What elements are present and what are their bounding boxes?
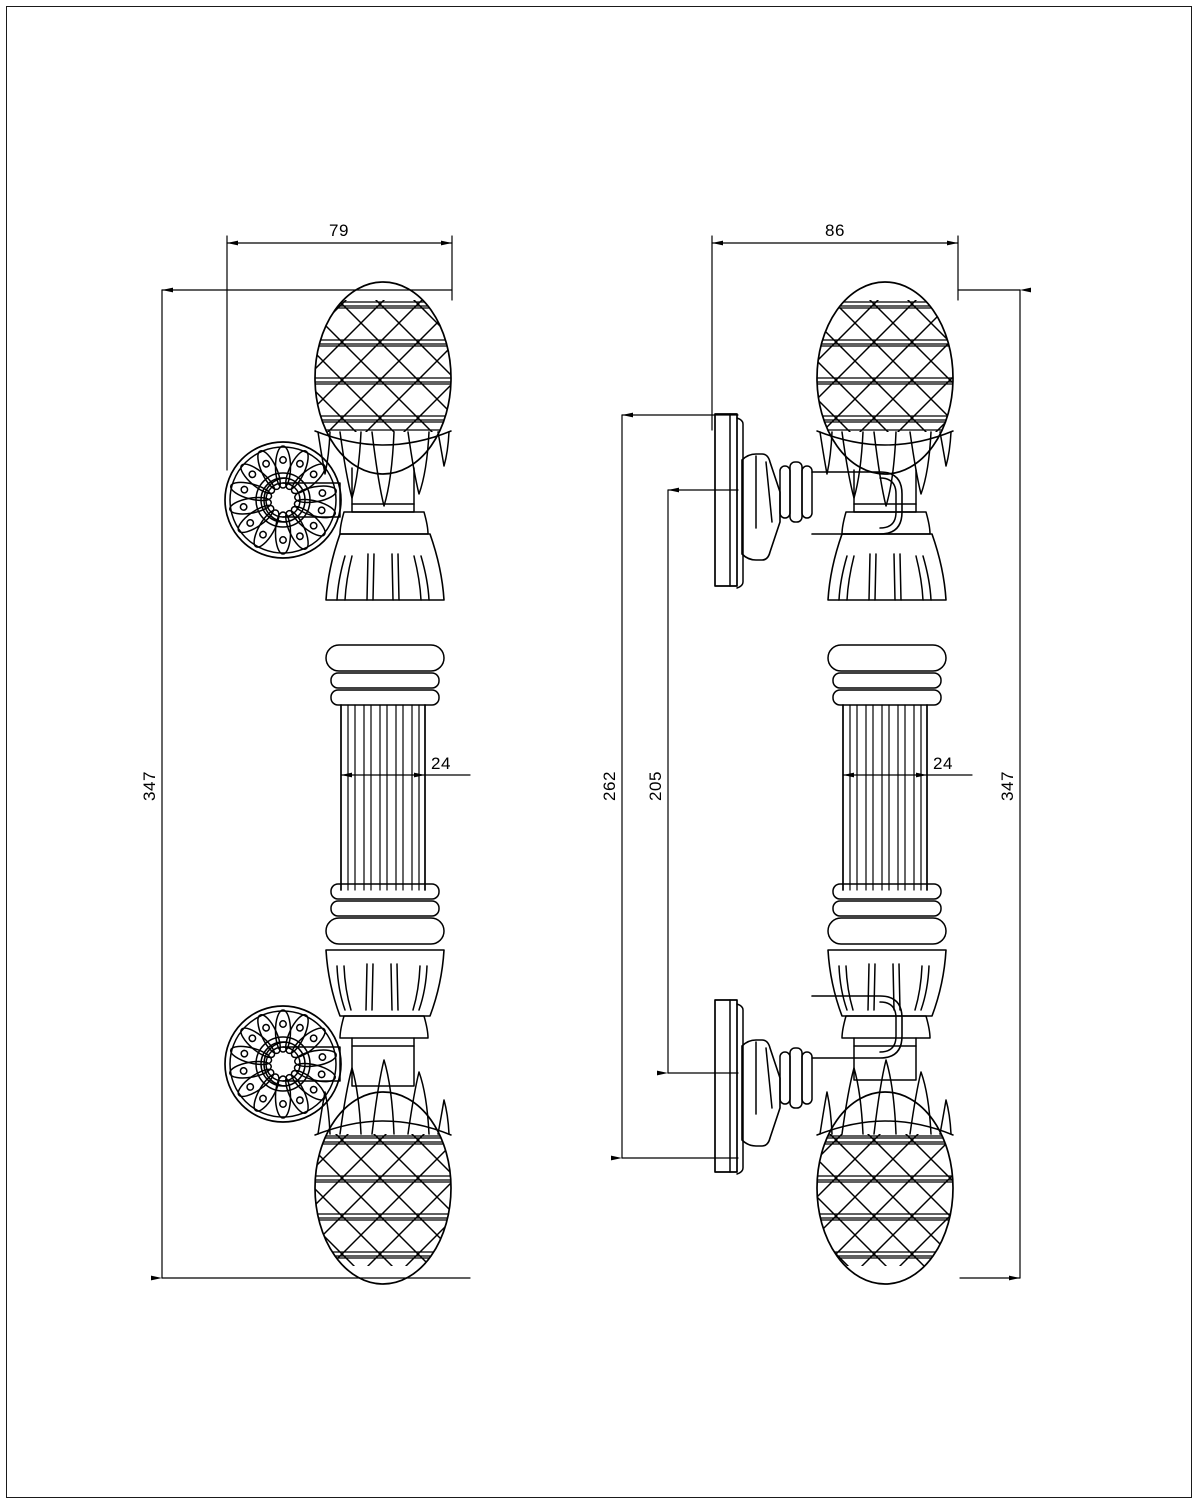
finial-bottom-side-leaves (816, 1059, 954, 1136)
finial-bottom-side (816, 1059, 954, 1285)
handle-elbow-bottom-side (811, 995, 903, 1059)
stem-top-side (741, 453, 781, 561)
dimension-group-side (611, 235, 1031, 1281)
upper-neck-side (841, 469, 931, 535)
ring-stack-top-side (827, 644, 947, 706)
finial-bottom-leaves (314, 1059, 452, 1136)
vase-top-flutes (336, 553, 430, 601)
vase-bottom-flutes (336, 963, 428, 1011)
dim-label-262: 262 (600, 771, 619, 801)
vase-bottom-side (827, 949, 947, 1017)
shaft-flutes-side (849, 704, 922, 891)
sheet-border (6, 6, 1192, 1498)
side-view-geometry (714, 281, 954, 1285)
rosette-top (224, 441, 342, 559)
ring-stack-top-front (325, 644, 445, 706)
vase-bottom-side-flutes (838, 963, 930, 1011)
finial-top-side-leaves (816, 430, 954, 507)
shaft-flutes-front (347, 704, 420, 891)
finial-bottom (314, 1059, 452, 1285)
dim-label-24-side: 24 (933, 754, 953, 773)
dim-label-86: 86 (825, 221, 845, 240)
dimension-labels: 79 347 24 86 262 205 24 347 (140, 221, 1017, 801)
dim-label-347-left: 347 (140, 771, 159, 801)
lower-neck-side (841, 1015, 931, 1081)
ring-stack-bottom-front (325, 883, 445, 945)
mounting-plate-bottom (714, 999, 744, 1175)
dim-label-347-right: 347 (998, 771, 1017, 801)
rosette-bottom (224, 1005, 342, 1123)
dim-label-24-front: 24 (431, 754, 451, 773)
dim-label-79: 79 (329, 221, 349, 240)
collar-bottom-side (779, 1047, 813, 1109)
mounting-plate-top (714, 413, 744, 589)
handle-elbow-top-side (811, 471, 903, 535)
vase-top-front (325, 533, 445, 601)
finial-top (314, 281, 452, 507)
shaft-front (340, 704, 426, 891)
vase-top-side (827, 533, 947, 601)
vase-bottom-front (325, 949, 445, 1017)
rosette-bottom-petals (229, 1009, 337, 1119)
vase-top-side-flutes (838, 553, 932, 601)
rosette-top-neck (263, 477, 341, 523)
shaft-side (842, 704, 928, 891)
dimension-group-front (151, 235, 471, 1281)
lower-neck-front (339, 1015, 429, 1087)
rosette-bottom-neck (263, 1041, 341, 1087)
dim-label-205: 205 (646, 771, 665, 801)
front-view-geometry (224, 281, 452, 1285)
stem-bottom-side (741, 1039, 781, 1147)
finial-top-side (816, 281, 954, 507)
collar-top-side (779, 461, 813, 523)
rosette-top-petals (229, 445, 337, 555)
ring-stack-bottom-side (827, 883, 947, 945)
